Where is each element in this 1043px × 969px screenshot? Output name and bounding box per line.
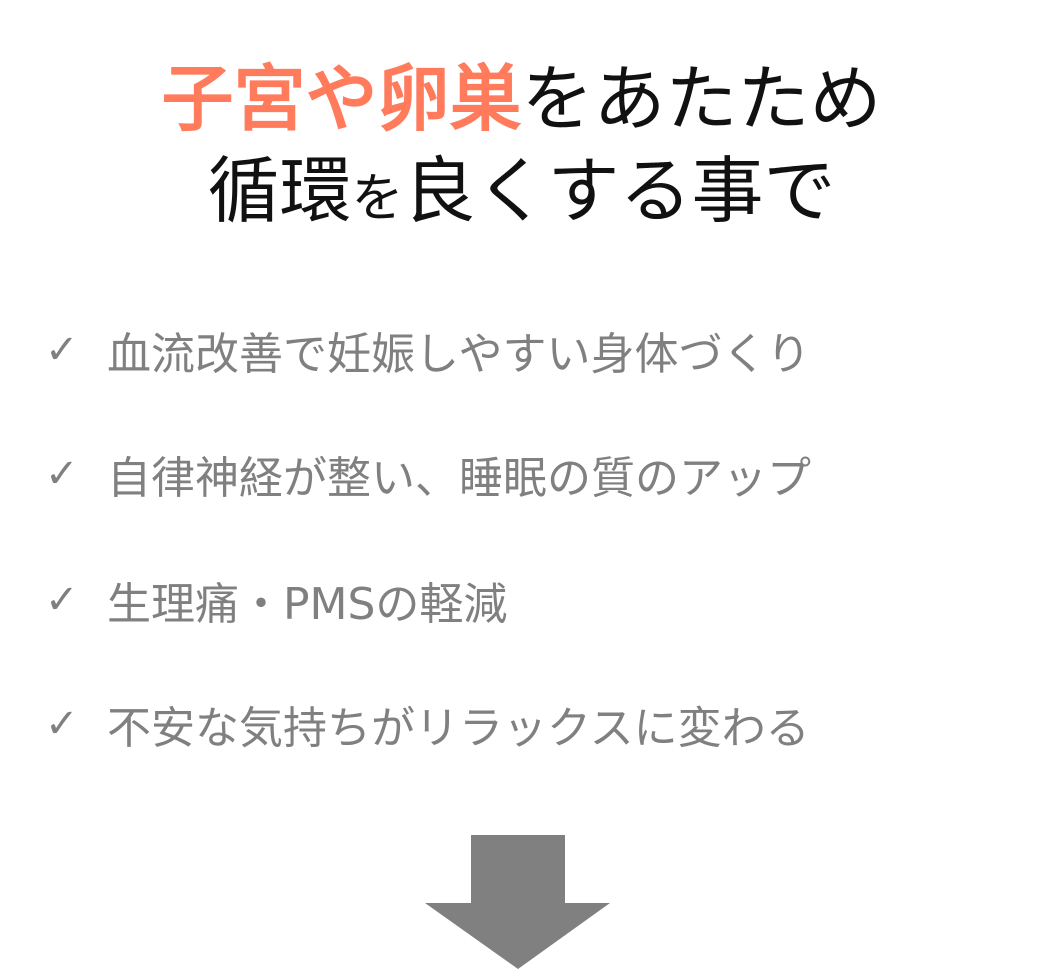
headline-particle: を: [351, 169, 404, 229]
benefit-item: ✓ 自律神経が整い、睡眠の質のアップ: [45, 442, 811, 506]
headline-word: 循環: [207, 149, 352, 233]
benefit-text: 不安な気持ちがリラックスに変わる: [107, 703, 810, 754]
benefit-text: 血流改善で妊娠しやすい身体づくり: [107, 329, 811, 380]
headline-line-1: 子宮や卵巣をあたため: [0, 40, 1043, 145]
check-icon: ✓: [45, 327, 79, 373]
headline-word: 良くする事で: [403, 149, 836, 233]
benefit-text: 生理痛・PMSの軽減: [107, 579, 508, 630]
headline-line-2: 循環を良くする事で: [0, 132, 1043, 237]
benefit-item: ✓ 生理痛・PMSの軽減: [45, 568, 507, 632]
benefit-text: 自律神経が整い、睡眠の質のアップ: [107, 453, 811, 504]
headline-rest: をあたため: [521, 57, 882, 141]
check-icon: ✓: [45, 701, 79, 747]
benefit-item: ✓ 不安な気持ちがリラックスに変わる: [45, 692, 810, 756]
check-icon: ✓: [45, 577, 79, 623]
headline-accent: 子宮や卵巣: [161, 57, 522, 141]
benefit-item: ✓ 血流改善で妊娠しやすい身体づくり: [45, 318, 811, 382]
check-icon: ✓: [45, 451, 79, 497]
